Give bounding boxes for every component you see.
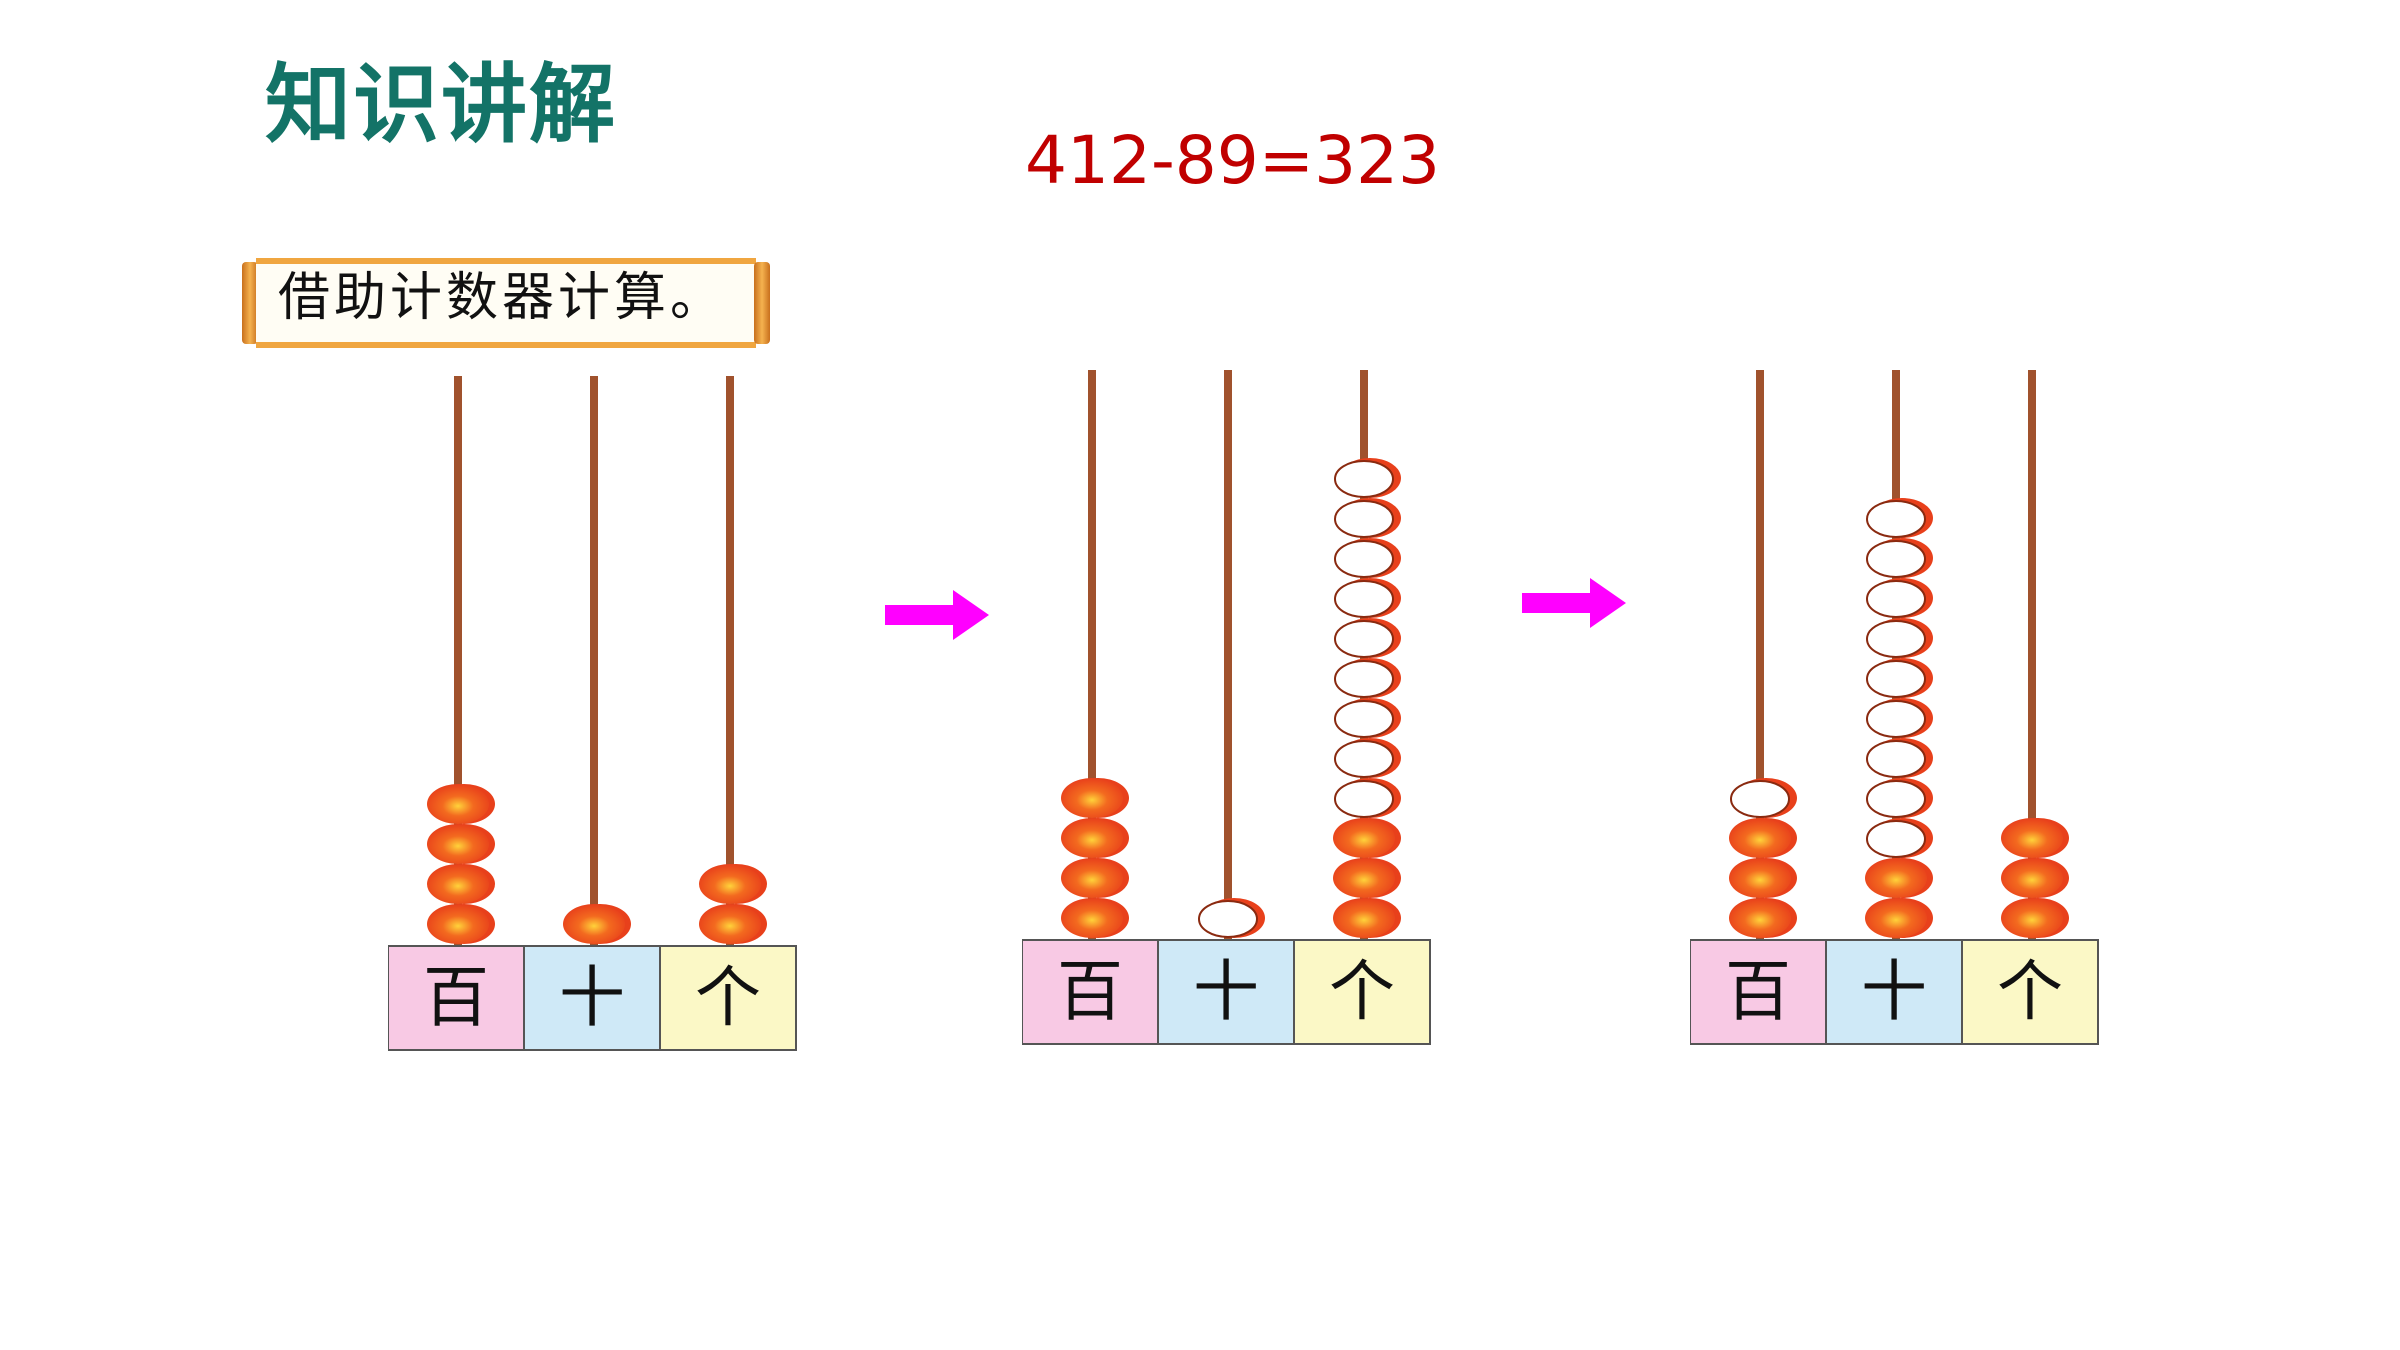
bead [2001, 818, 2069, 858]
place-box-tens [1825, 939, 1963, 1045]
rod-tens [590, 376, 598, 946]
bead-removed [1334, 738, 1401, 778]
abacus-regroup-svg: 百十个 [1022, 370, 1431, 1045]
place-box-ones [1961, 939, 2099, 1045]
bead [699, 904, 767, 944]
place-box-ones [659, 945, 797, 1051]
bead-removed [1334, 498, 1401, 538]
arrow-right-icon [885, 590, 989, 644]
bead [1333, 898, 1401, 938]
bead-removed [1866, 818, 1933, 858]
bead [1729, 858, 1797, 898]
bead [1865, 898, 1933, 938]
bead-removed [1334, 618, 1401, 658]
bead-removed [1334, 578, 1401, 618]
bead-removed [1866, 778, 1933, 818]
bead-removed [1866, 538, 1933, 578]
bead-removed [1334, 698, 1401, 738]
place-label-tens: 十 [1861, 953, 1927, 1030]
place-label-tens: 十 [559, 959, 625, 1036]
place-box-tens [1157, 939, 1295, 1045]
place-label-tens: 十 [1193, 953, 1259, 1030]
bead-removed [1334, 658, 1401, 698]
bead-removed [1334, 538, 1401, 578]
rod-hundreds [1088, 370, 1096, 940]
bead [1061, 858, 1129, 898]
scroll-roll-right [754, 262, 770, 344]
place-label-ones: 个 [695, 959, 761, 1036]
bead [1729, 898, 1797, 938]
bead-removed [1198, 898, 1265, 938]
place-label-hundreds: 百 [1725, 953, 1791, 1030]
bead [427, 864, 495, 904]
place-label-ones: 个 [1329, 953, 1395, 1030]
bead [2001, 898, 2069, 938]
bead-removed [1334, 458, 1401, 498]
bead [2001, 858, 2069, 898]
abacus-regroup: 百十个 [1022, 370, 1442, 1060]
abacus-result-svg: 百十个 [1690, 370, 2099, 1045]
place-label-hundreds: 百 [1057, 953, 1123, 1030]
bead-removed [1866, 658, 1933, 698]
equation: 412-89=323 [1025, 122, 1441, 199]
arrow-right-icon [1522, 578, 1626, 632]
instruction-text: 借助计数器计算。 [278, 268, 727, 328]
rod-hundreds [454, 376, 462, 946]
place-box-hundreds [1022, 939, 1159, 1045]
bead [427, 904, 495, 944]
bead-removed [1866, 738, 1933, 778]
bead [427, 824, 495, 864]
bead [1333, 858, 1401, 898]
bead-removed [1866, 578, 1933, 618]
rod-ones [726, 376, 734, 946]
rod-hundreds [1756, 370, 1764, 940]
bead-removed [1866, 698, 1933, 738]
instruction-banner: 借助计数器计算。 [242, 258, 770, 348]
bead [1061, 898, 1129, 938]
bead-removed [1730, 778, 1797, 818]
scroll-roll-left [242, 262, 258, 344]
bead [427, 784, 495, 824]
place-box-hundreds [388, 945, 525, 1051]
place-label-hundreds: 百 [423, 959, 489, 1036]
bead [699, 864, 767, 904]
bead [1061, 818, 1129, 858]
bead-removed [1866, 618, 1933, 658]
bead [1061, 778, 1129, 818]
bead [563, 904, 631, 944]
place-box-ones [1293, 939, 1431, 1045]
bead-removed [1334, 778, 1401, 818]
bead [1865, 858, 1933, 898]
bead [1729, 818, 1797, 858]
place-box-hundreds [1690, 939, 1827, 1045]
rod-tens [1224, 370, 1232, 940]
abacus-result: 百十个 [1690, 370, 2110, 1060]
bead-removed [1866, 498, 1933, 538]
abacus-start-svg: 百十个 [388, 376, 797, 1051]
rod-ones [2028, 370, 2036, 940]
abacus-start: 百十个 [388, 376, 808, 1066]
bead [1333, 818, 1401, 858]
scroll-paper [256, 258, 756, 348]
page-title: 知识讲解 [265, 55, 617, 155]
place-label-ones: 个 [1997, 953, 2063, 1030]
